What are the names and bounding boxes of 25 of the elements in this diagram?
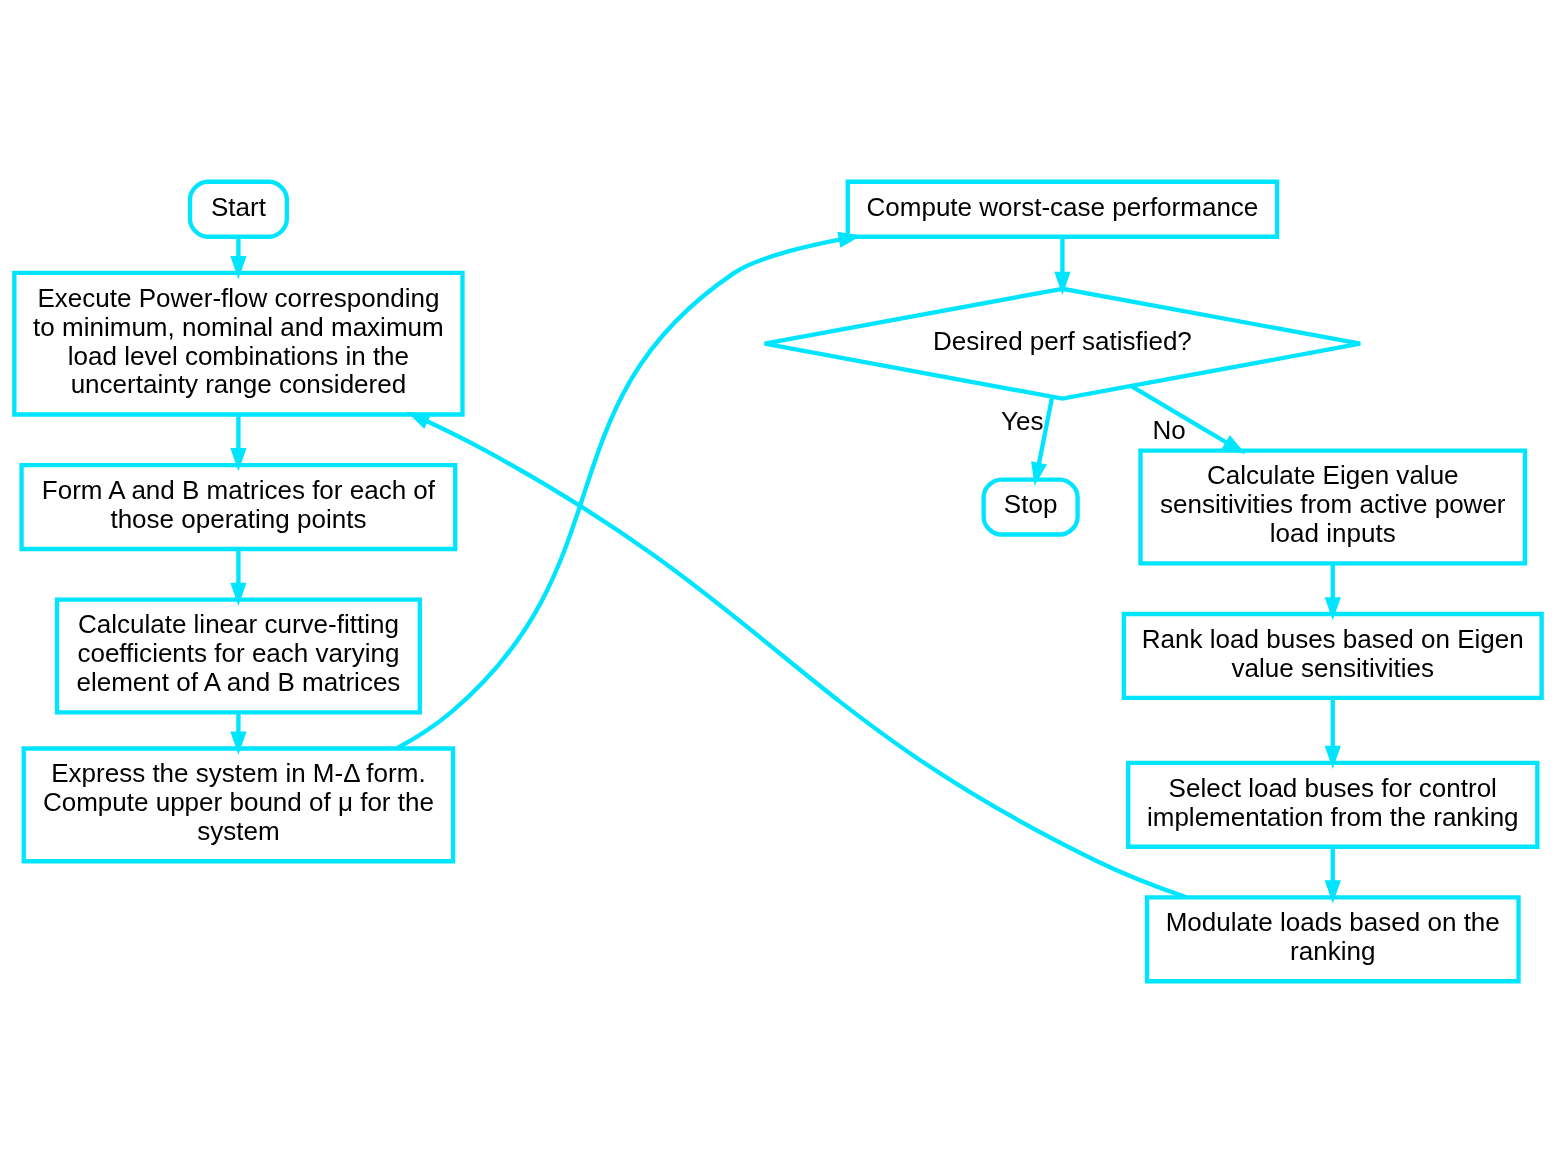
- arrow: [230, 237, 247, 280]
- edge-label: No: [1152, 415, 1186, 446]
- arrow: [230, 712, 247, 755]
- node-box: Compute worst-case performance: [845, 179, 1280, 239]
- arrow: [230, 414, 247, 472]
- node-box: Express the system in M-Δ form. Compute upper bound of μ for the system: [21, 746, 456, 864]
- node-box: Modulate loads based on the ranking: [1144, 895, 1521, 984]
- arrow: [1130, 384, 1246, 454]
- node-box: Execute Power-flow corresponding to minimum, nominal and maximum load level combinations in the uncertainty range considered: [12, 270, 465, 417]
- arrow: [1324, 563, 1341, 621]
- arrow: [1031, 396, 1055, 486]
- arrow: [406, 411, 1188, 900]
- node-box: Form A and B matrices for each of those operating points: [19, 462, 458, 552]
- node-box: Calculate linear curve-fitting coefficients for each varying element of A and B matrices: [54, 597, 422, 715]
- arrow: [1324, 698, 1341, 769]
- node-box: Select load buses for control implementation from the ranking: [1126, 760, 1540, 849]
- arrow: [1054, 237, 1071, 296]
- node-box: Rank load buses based on Eigen value sensitivities: [1121, 611, 1544, 701]
- node-diamond: Desired perf satisfied?: [762, 286, 1363, 401]
- node-box: Calculate Eigen value sensitivities from active power load inputs: [1138, 448, 1528, 566]
- node-box: Stop: [981, 477, 1080, 537]
- edge-label: Yes: [1001, 406, 1044, 437]
- node-box: Start: [187, 179, 290, 239]
- arrow: [230, 549, 247, 606]
- arrow: [1324, 847, 1341, 904]
